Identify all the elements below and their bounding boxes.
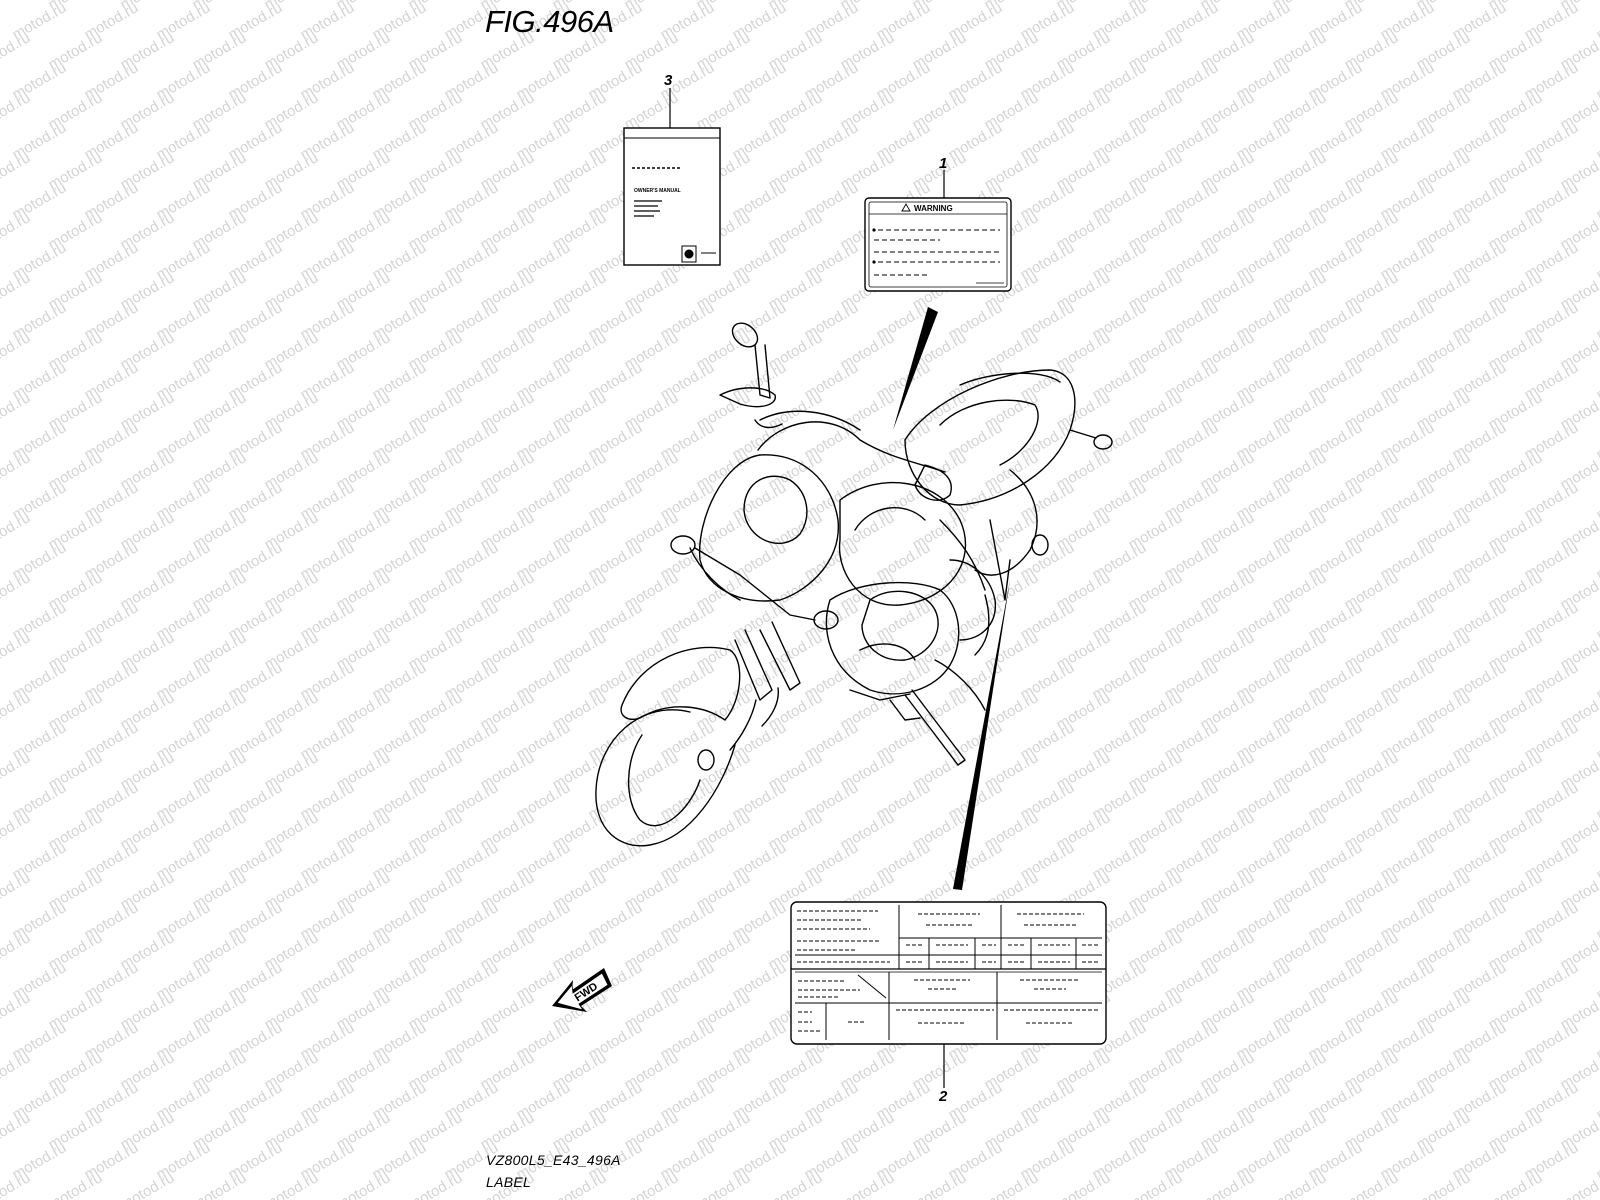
motorcycle-illustration — [595, 322, 1113, 847]
leader-wedge-2 — [953, 580, 1010, 890]
callout-2: 2 — [939, 1088, 948, 1105]
callout-1: 1 — [939, 155, 948, 172]
forward-arrow-icon: FWD — [552, 968, 612, 1012]
information-label-part — [790, 901, 1107, 1088]
model-code: VZ800L5_E43_496A — [486, 1152, 621, 1168]
callout-3: 3 — [664, 72, 673, 89]
owners-manual-part: OWNER'S MANUAL — [623, 88, 721, 266]
manual-title: OWNER'S MANUAL — [634, 188, 681, 194]
brand-logo-icon — [684, 249, 694, 259]
warning-label-part: WARNING — [864, 170, 1012, 292]
section-label: LABEL — [486, 1174, 532, 1190]
warning-heading: WARNING — [914, 204, 953, 213]
